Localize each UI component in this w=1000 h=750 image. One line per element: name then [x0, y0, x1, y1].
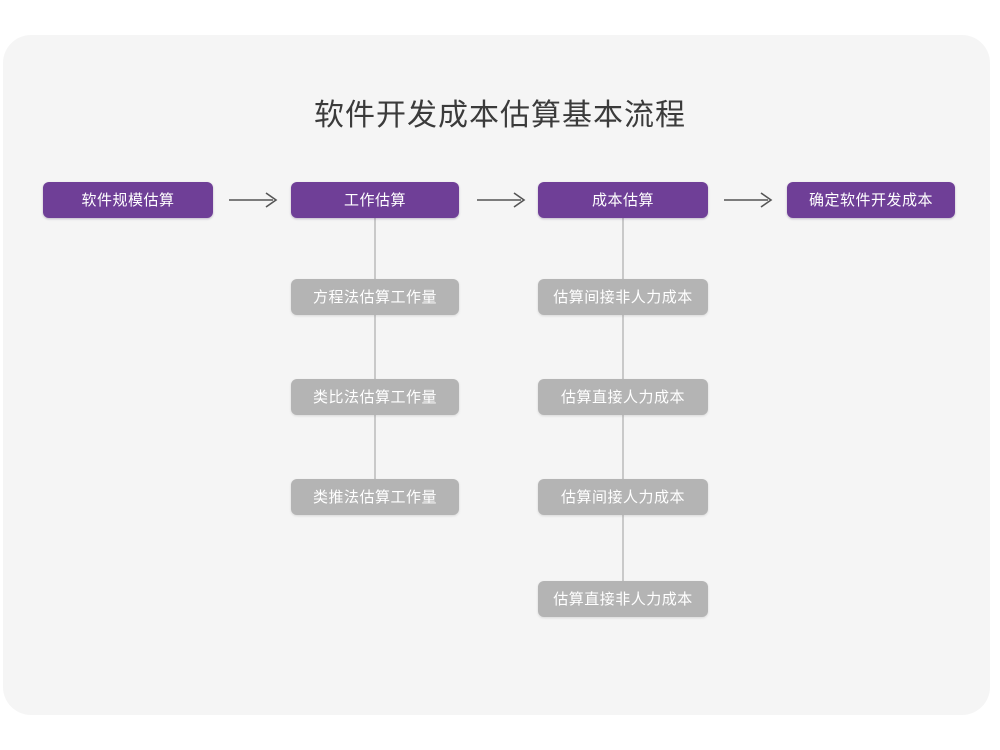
- node-cost-branch-2[interactable]: 估算直接人力成本: [538, 379, 708, 415]
- node-step-3-label: 成本估算: [591, 191, 654, 209]
- connector-cost-to-child1: [622, 218, 624, 280]
- node-cost-branch-4[interactable]: 估算直接非人力成本: [538, 581, 708, 617]
- connector-work-child2-to-child3: [374, 415, 376, 480]
- node-cost-branch-2-label: 估算直接人力成本: [560, 388, 685, 406]
- connector-cost-child3-to-child4: [622, 515, 624, 582]
- node-work-branch-3[interactable]: 类推法估算工作量: [291, 479, 459, 515]
- connector-work-to-child1: [374, 218, 376, 280]
- node-work-branch-1[interactable]: 方程法估算工作量: [291, 279, 459, 315]
- connector-work-child1-to-child2: [374, 315, 376, 380]
- page-title: 软件开发成本估算基本流程: [314, 99, 686, 132]
- node-cost-branch-1-label: 估算间接非人力成本: [553, 288, 693, 306]
- node-cost-branch-1[interactable]: 估算间接非人力成本: [538, 279, 708, 315]
- node-step-2[interactable]: 工作估算: [291, 182, 459, 218]
- node-step-4[interactable]: 确定软件开发成本: [787, 182, 955, 218]
- node-step-2-label: 工作估算: [343, 191, 406, 209]
- node-step-1-label: 软件规模估算: [81, 191, 175, 209]
- node-work-branch-2-label: 类比法估算工作量: [312, 388, 437, 406]
- node-cost-branch-4-label: 估算直接非人力成本: [553, 590, 693, 608]
- connector-cost-child1-to-child2: [622, 315, 624, 380]
- connector-cost-child2-to-child3: [622, 415, 624, 480]
- arrow-right-icon-1: [228, 190, 280, 210]
- arrow-right-icon-3: [723, 190, 775, 210]
- content-card: [3, 35, 990, 715]
- node-step-4-label: 确定软件开发成本: [808, 191, 933, 209]
- node-cost-branch-3-label: 估算间接人力成本: [560, 488, 685, 506]
- node-cost-branch-3[interactable]: 估算间接人力成本: [538, 479, 708, 515]
- arrow-right-icon-2: [476, 190, 528, 210]
- node-work-branch-3-label: 类推法估算工作量: [312, 488, 437, 506]
- node-work-branch-1-label: 方程法估算工作量: [312, 288, 437, 306]
- node-work-branch-2[interactable]: 类比法估算工作量: [291, 379, 459, 415]
- node-step-1[interactable]: 软件规模估算: [43, 182, 213, 218]
- node-step-3[interactable]: 成本估算: [538, 182, 708, 218]
